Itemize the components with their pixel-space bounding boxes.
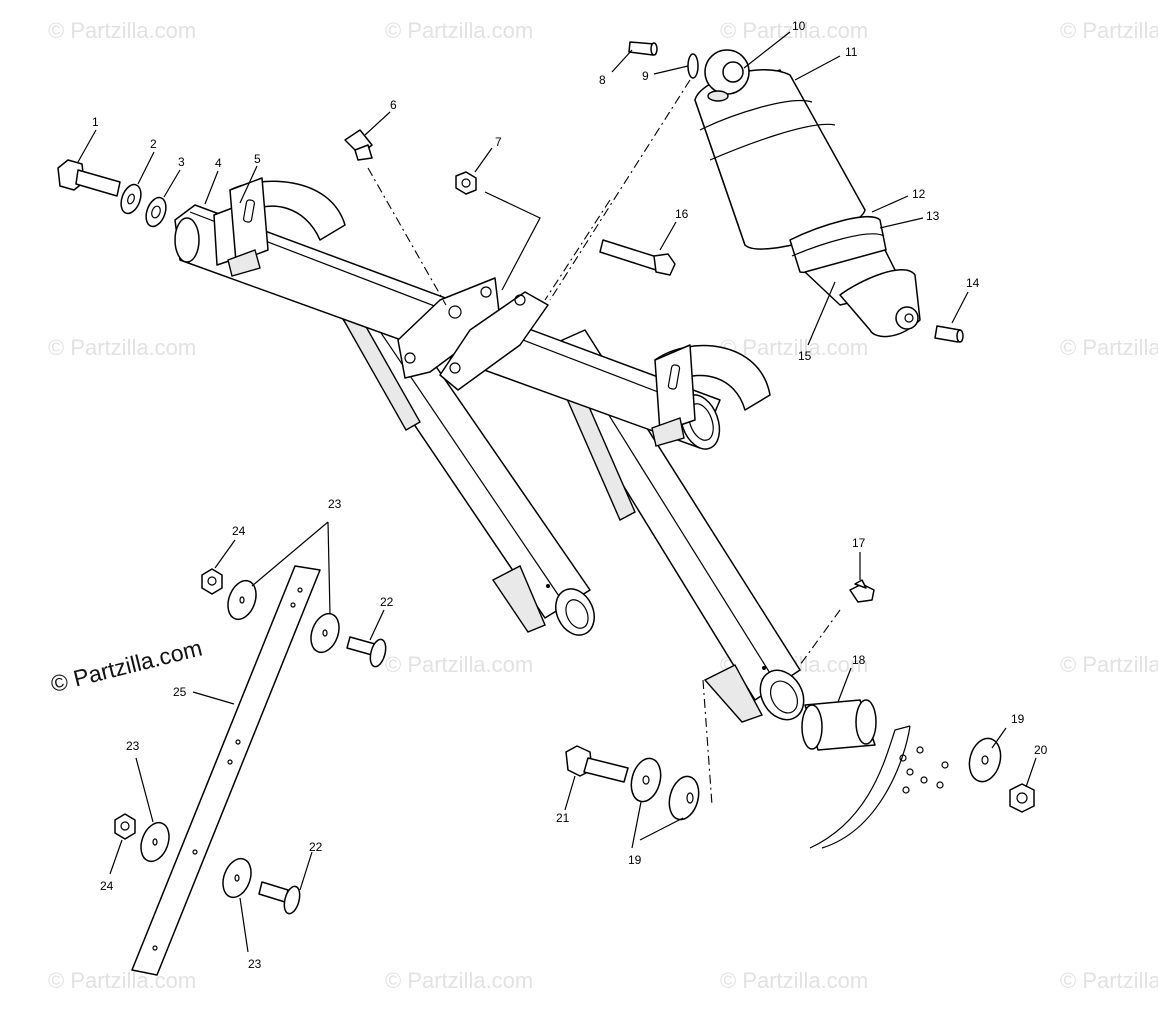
callout-label: 21 [556, 811, 570, 825]
washer-part-19 [630, 757, 662, 803]
callout-label: 10 [792, 19, 806, 33]
watermark: © Partzilla.com [48, 335, 197, 360]
callout-label: 16 [675, 207, 689, 221]
watermark: © Partzilla.com [385, 18, 534, 43]
shock-bracket-left [227, 177, 346, 277]
callout-label: 13 [926, 209, 940, 223]
bolt-part-16 [599, 239, 676, 276]
nut-part-24 [201, 568, 223, 595]
callout-label: 12 [912, 187, 926, 201]
washer-part-23 [140, 821, 170, 863]
callout-label: 7 [495, 135, 502, 149]
rivet-part-22 [258, 881, 301, 915]
bushing-part-18 [801, 699, 877, 751]
frame-section [809, 725, 949, 849]
callout-label: 24 [232, 524, 246, 538]
rivet-part-22 [346, 636, 387, 668]
washer-part-23 [310, 612, 340, 654]
callout-label: 23 [126, 739, 140, 753]
callout-label: 3 [178, 155, 185, 169]
washer-part-23 [222, 857, 252, 899]
callout-label: 22 [380, 595, 394, 609]
callout-label: 19 [1011, 712, 1025, 726]
watermark: © Partzilla.com [1060, 335, 1158, 360]
callout-label: 11 [845, 45, 858, 59]
callout-label: 15 [798, 349, 812, 363]
center-shock-mount [397, 277, 549, 391]
shock-bracket-right [651, 344, 771, 447]
limiter-strap-part-25 [131, 565, 321, 976]
bolt-part-1 [57, 159, 121, 197]
watermark: © Partzilla.com [1060, 652, 1158, 677]
washer-part-19-right [968, 737, 1002, 783]
callout-label: 19 [628, 853, 642, 867]
callout-label: 18 [852, 653, 866, 667]
callout-label: 25 [173, 685, 187, 699]
callout-label: 8 [599, 73, 606, 87]
washer-part-23 [227, 579, 257, 621]
grease-fitting-part-17 [849, 579, 875, 603]
callout-label: 2 [150, 137, 157, 151]
watermark: © Partzilla.com [385, 968, 534, 993]
callout-label: 23 [328, 497, 342, 511]
watermark: © Partzilla.com [48, 968, 197, 993]
callout-label: 22 [309, 840, 323, 854]
washer-part-3 [145, 196, 167, 228]
pin-part-14 [934, 325, 964, 343]
washer-part-2 [120, 183, 142, 215]
watermark: © Partzilla.com [385, 652, 534, 677]
nut-part-24 [114, 813, 136, 840]
callouts: 1 2 3 4 5 6 7 8 9 10 11 12 13 [77, 19, 1048, 971]
nut-part-7 [455, 171, 477, 195]
callout-label: 14 [966, 276, 980, 290]
watermark: © Partzilla.com [720, 968, 869, 993]
callout-label: 17 [852, 536, 866, 550]
bolt-part-21 [565, 745, 629, 783]
callout-label: 20 [1034, 743, 1048, 757]
grease-fitting-part-6 [344, 129, 373, 161]
callout-label: 6 [390, 98, 397, 112]
shock-absorber-part-11 [687, 49, 921, 338]
watermark: © Partzilla.com [1060, 18, 1158, 43]
callout-label: 9 [642, 69, 649, 83]
front-arm-left [329, 277, 595, 636]
pin-part-8 [628, 41, 658, 56]
watermark: © Partzilla.com [720, 18, 869, 43]
callout-label: 1 [92, 115, 99, 129]
washer-part-19 [668, 775, 700, 821]
callout-label: 5 [254, 152, 261, 166]
watermark: © Partzilla.com [1060, 968, 1158, 993]
nut-part-20 [1009, 783, 1035, 813]
callout-label: 24 [100, 879, 114, 893]
callout-label: 4 [215, 156, 222, 170]
callout-label: 23 [248, 957, 262, 971]
watermark: © Partzilla.com [48, 18, 197, 43]
